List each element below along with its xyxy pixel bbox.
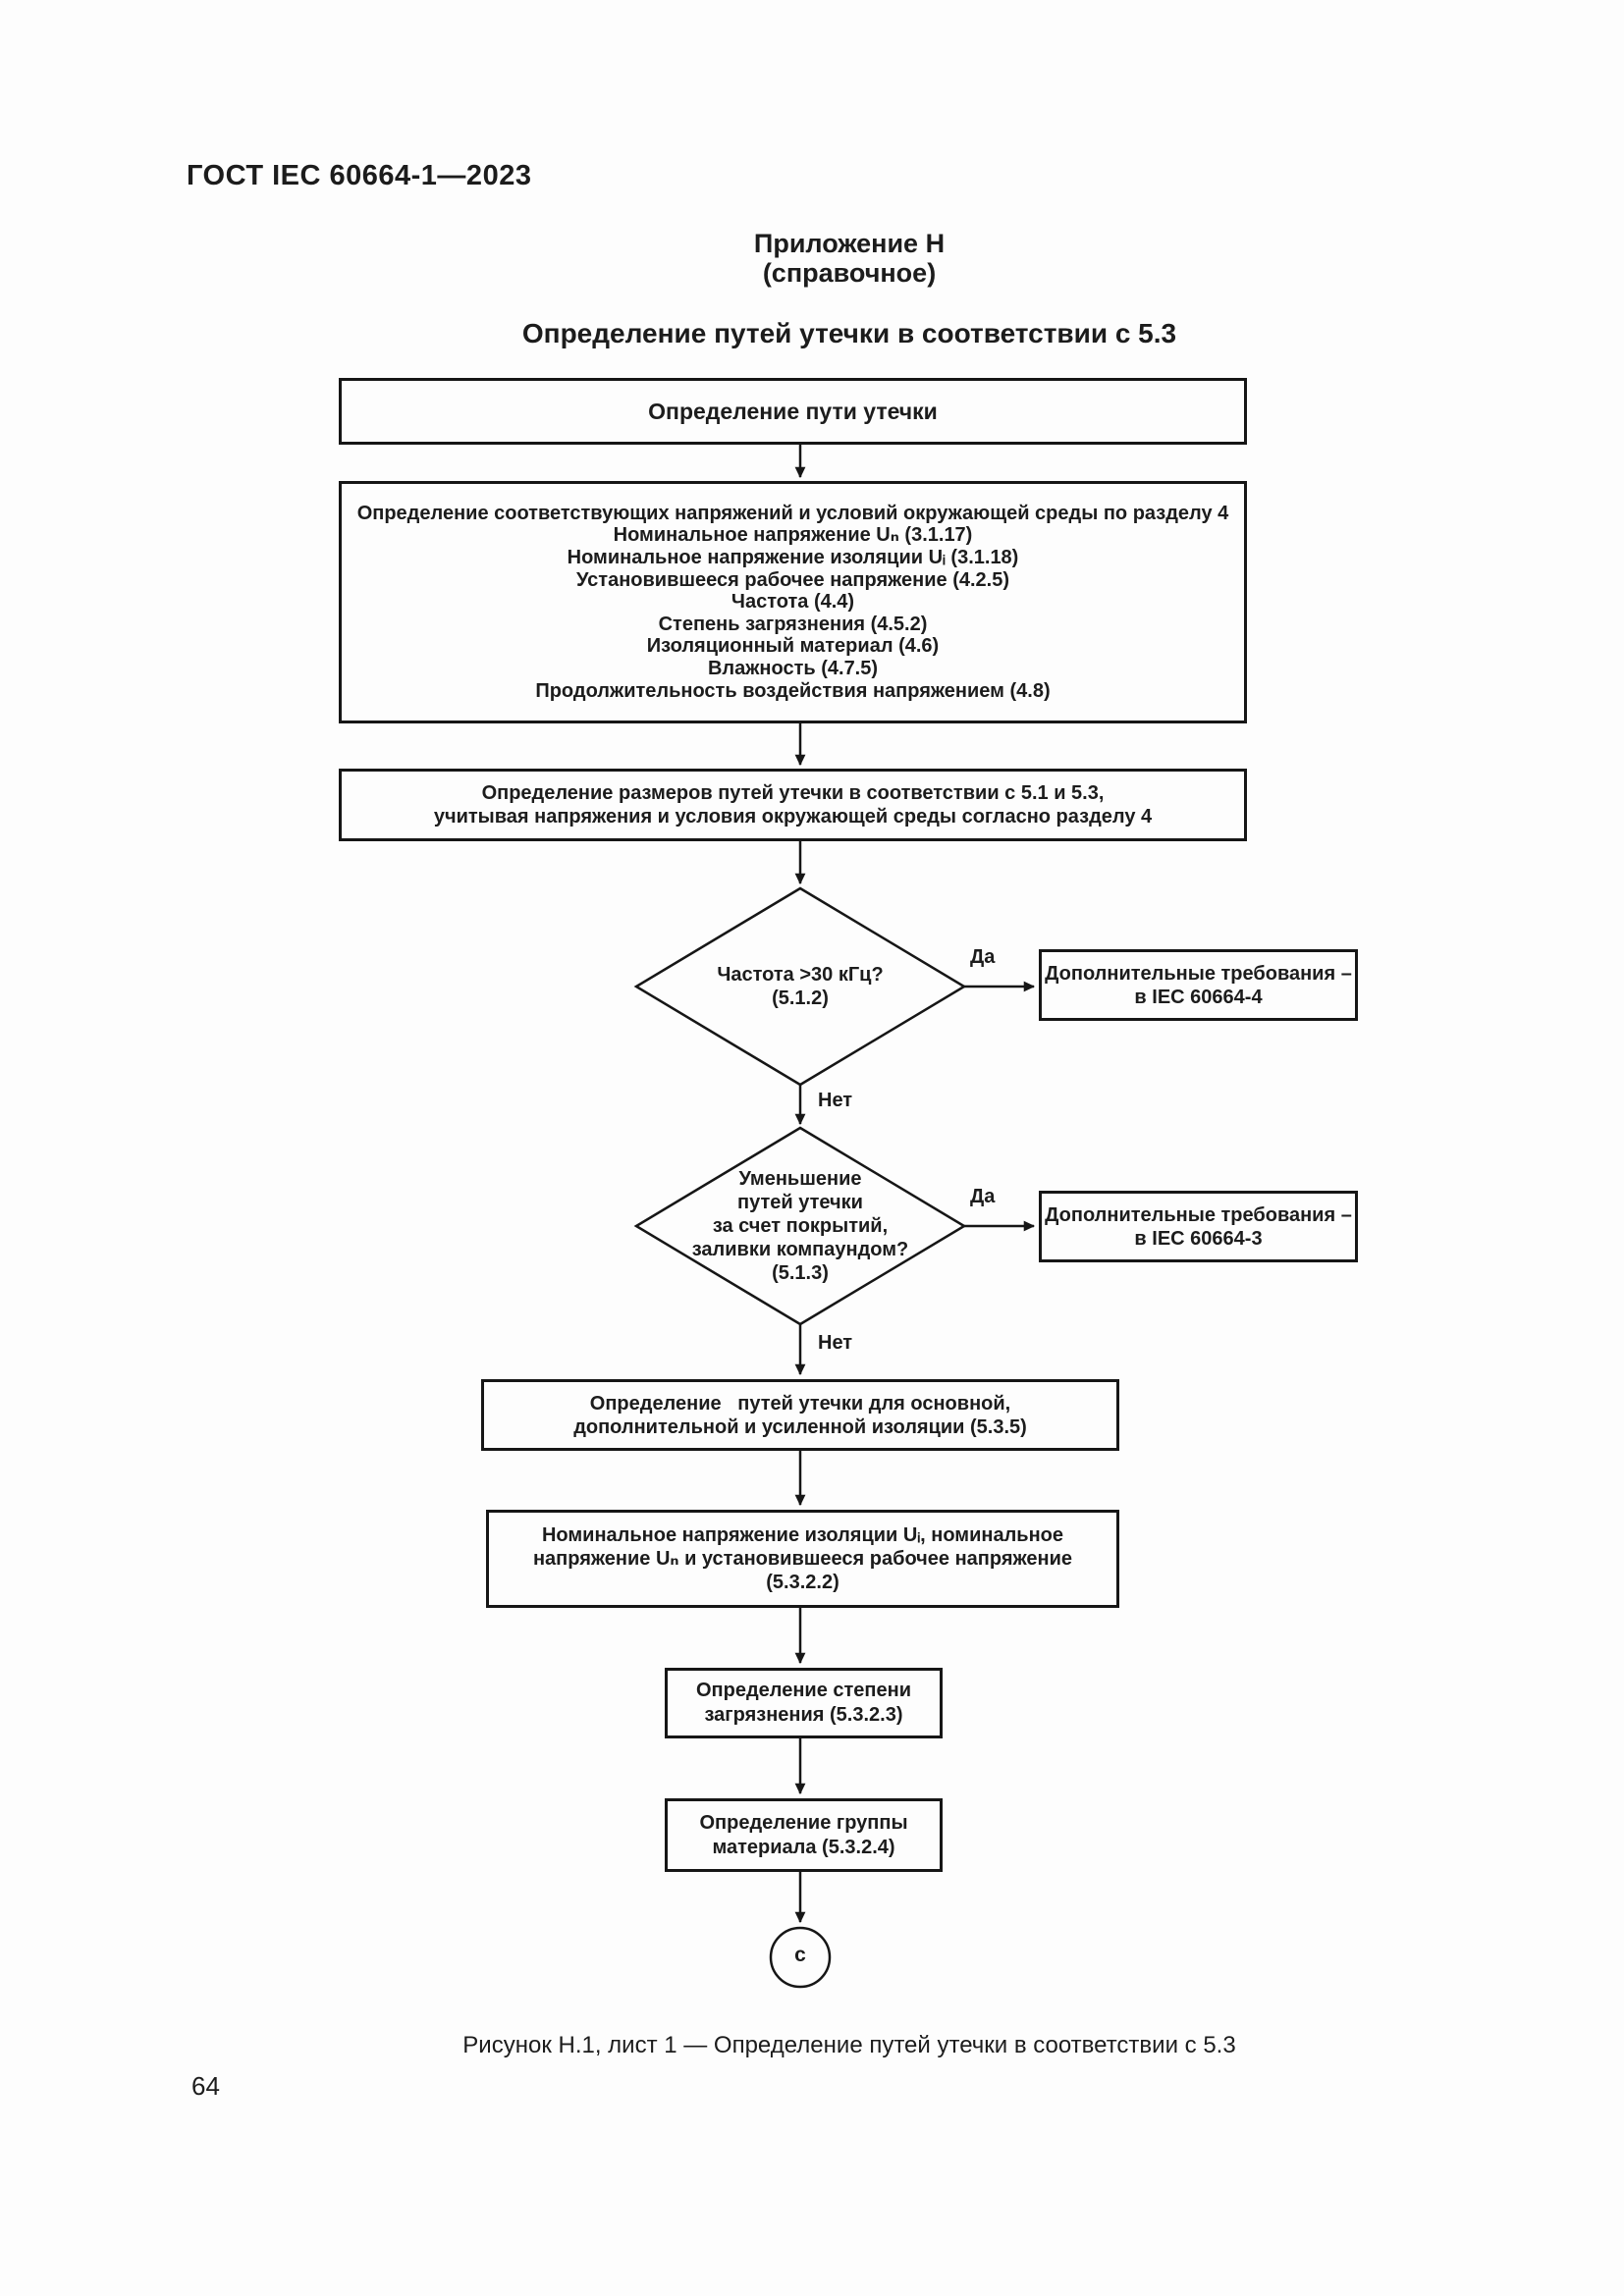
flow-box-creepage-sizing: Определение размеров путей утечки в соот… (339, 769, 1247, 841)
terminal-connector-label: с (794, 1944, 806, 1966)
env-line: Влажность (4.7.5) (707, 657, 879, 679)
size-line: Определение размеров путей утечки в соот… (481, 782, 1105, 804)
decision-coating-line: за счет покрытий, (712, 1215, 889, 1237)
decision-diamond-frequency (633, 886, 967, 1087)
decision-coating-line: путей утечки (737, 1192, 863, 1213)
decision-coating-line: заливки компаундом? (691, 1239, 909, 1260)
iec-60664-3-line: Дополнительные требования – (1045, 1203, 1352, 1226)
material-line: Определение группы (699, 1811, 908, 1834)
voltage-line: Номинальное напряжение изоляции Uᵢ, номи… (541, 1524, 1064, 1546)
env-line: Номинальное напряжение Uₙ (3.1.17) (613, 524, 973, 547)
terminal-connector-circle (769, 1926, 832, 1989)
appendix-name: Приложение Н (753, 229, 946, 258)
flow-box-rated-voltages: Номинальное напряжение изоляции Uᵢ, номи… (486, 1510, 1119, 1608)
flow-box-iec-60664-3: Дополнительные требования – в IEC 60664-… (1039, 1191, 1358, 1262)
pollution-line: Определение степени (695, 1680, 912, 1701)
branch-label-no-coating: Нет (818, 1332, 853, 1354)
env-line: Продолжительность воздействия напряжение… (535, 679, 1051, 702)
env-line: Степень загрязнения (4.5.2) (658, 613, 928, 635)
appendix-title: Определение путей утечки в соответствии … (521, 318, 1177, 348)
branch-label-no-frequency: Нет (818, 1090, 853, 1111)
appendix-kind: (справочное) (762, 258, 937, 288)
decision-frequency-line: Частота >30 кГц? (717, 964, 884, 986)
figure-caption: Рисунок Н.1, лист 1 — Определение путей … (462, 2032, 1236, 2058)
decision-diamond-coating (633, 1126, 967, 1326)
flow-box-environment-conditions: Определение соответствующих напряжений и… (339, 481, 1247, 723)
insulation-line: дополнительной и усиленной изоляции (5.3… (573, 1415, 1027, 1438)
insulation-line: Определение путей утечки для основной, (589, 1392, 1011, 1415)
size-line: учитывая напряжения и условия окружающей… (433, 806, 1153, 828)
flow-box-start-label: Определение пути утечки (648, 398, 938, 424)
branch-label-yes-frequency: Да (970, 946, 996, 968)
env-line: Установившееся рабочее напряжение (4.2.5… (575, 568, 1010, 591)
material-line: материала (5.3.2.4) (712, 1836, 895, 1858)
branch-label-yes-coating: Да (970, 1186, 996, 1207)
env-line: Изоляционный материал (4.6) (646, 635, 940, 658)
decision-frequency-text: Частота >30 кГц? (5.1.2) (604, 963, 997, 1010)
iec-60664-4-line: в IEC 60664-4 (1134, 986, 1263, 1008)
iec-60664-3-line: в IEC 60664-3 (1134, 1227, 1263, 1250)
flow-box-start: Определение пути утечки (339, 378, 1247, 445)
document-header: ГОСТ IEC 60664-1—2023 (187, 160, 532, 191)
flow-box-pollution-degree: Определение степени загрязнения (5.3.2.3… (665, 1668, 943, 1738)
page-number: 64 (191, 2071, 220, 2101)
decision-coating-text: Уменьшение путей утечки за счет покрытий… (604, 1167, 997, 1285)
decision-coating-line: (5.1.3) (772, 1262, 829, 1284)
flow-box-iec-60664-4: Дополнительные требования – в IEC 60664-… (1039, 949, 1358, 1021)
env-line: Номинальное напряжение изоляции Uᵢ (3.1.… (567, 547, 1019, 569)
env-line: Частота (4.4) (731, 591, 855, 614)
pollution-line: загрязнения (5.3.2.3) (704, 1704, 903, 1726)
flow-box-material-group: Определение группы материала (5.3.2.4) (665, 1798, 943, 1872)
voltage-line: напряжение Uₙ и установившееся рабочее н… (532, 1548, 1073, 1570)
decision-frequency-line: (5.1.2) (772, 988, 829, 1009)
iec-60664-4-line: Дополнительные требования – (1045, 962, 1352, 985)
flow-box-insulation-types: Определение путей утечки для основной, д… (481, 1379, 1119, 1451)
voltage-line: (5.3.2.2) (766, 1572, 839, 1593)
decision-coating-line: Уменьшение (738, 1168, 862, 1190)
env-line: Определение соответствующих напряжений и… (356, 502, 1229, 524)
